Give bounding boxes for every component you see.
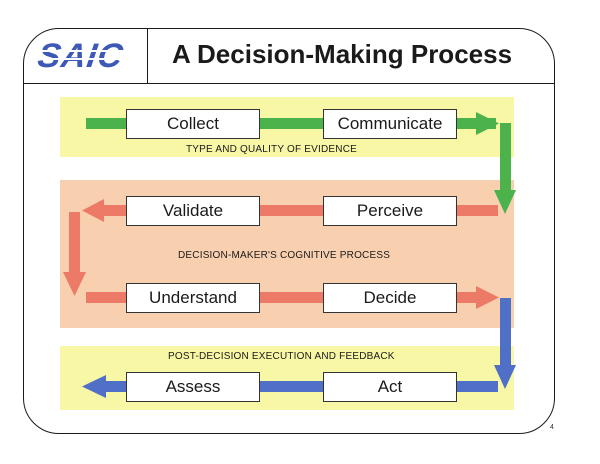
red-arrow-segment bbox=[456, 205, 498, 216]
red-arrowhead bbox=[63, 272, 86, 296]
blue-arrow-segment bbox=[104, 381, 128, 392]
step-collect: Collect bbox=[126, 109, 260, 139]
green-arrow-segment bbox=[86, 118, 126, 129]
execution-band-label: POST-DECISION EXECUTION AND FEEDBACK bbox=[168, 351, 395, 362]
step-act: Act bbox=[323, 372, 457, 402]
page-number: 4 bbox=[550, 424, 554, 431]
blue-arrowhead bbox=[494, 365, 516, 389]
header-divider bbox=[24, 83, 554, 84]
red-arrow-segment bbox=[456, 292, 478, 303]
cognitive-band-label: DECISION-MAKER'S COGNITIVE PROCESS bbox=[178, 250, 391, 261]
evidence-band-label: TYPE AND QUALITY OF EVIDENCE bbox=[186, 144, 358, 155]
step-decide: Decide bbox=[323, 283, 457, 313]
red-arrow-segment bbox=[102, 205, 128, 216]
green-arrow-segment bbox=[500, 123, 511, 193]
blue-arrowhead bbox=[82, 375, 106, 398]
blue-arrow-segment bbox=[500, 298, 511, 368]
blue-arrow-segment bbox=[456, 381, 498, 392]
red-arrow-segment bbox=[260, 292, 326, 303]
step-communicate: Communicate bbox=[323, 109, 457, 139]
step-validate: Validate bbox=[126, 196, 260, 226]
red-arrow-segment bbox=[86, 292, 128, 303]
red-arrowhead bbox=[82, 199, 104, 222]
step-assess: Assess bbox=[126, 372, 260, 402]
blue-arrow-segment bbox=[258, 381, 324, 392]
step-understand: Understand bbox=[126, 283, 260, 313]
green-arrowhead bbox=[476, 112, 499, 135]
red-arrow-segment bbox=[69, 212, 80, 276]
green-arrow-segment bbox=[258, 118, 324, 129]
header-separator bbox=[147, 29, 148, 83]
red-arrowhead bbox=[476, 286, 499, 309]
step-perceive: Perceive bbox=[323, 196, 457, 226]
red-arrow-segment bbox=[260, 205, 326, 216]
slide-frame bbox=[23, 28, 555, 434]
slide-title: A Decision-Making Process bbox=[172, 39, 513, 69]
green-arrowhead bbox=[494, 190, 516, 214]
